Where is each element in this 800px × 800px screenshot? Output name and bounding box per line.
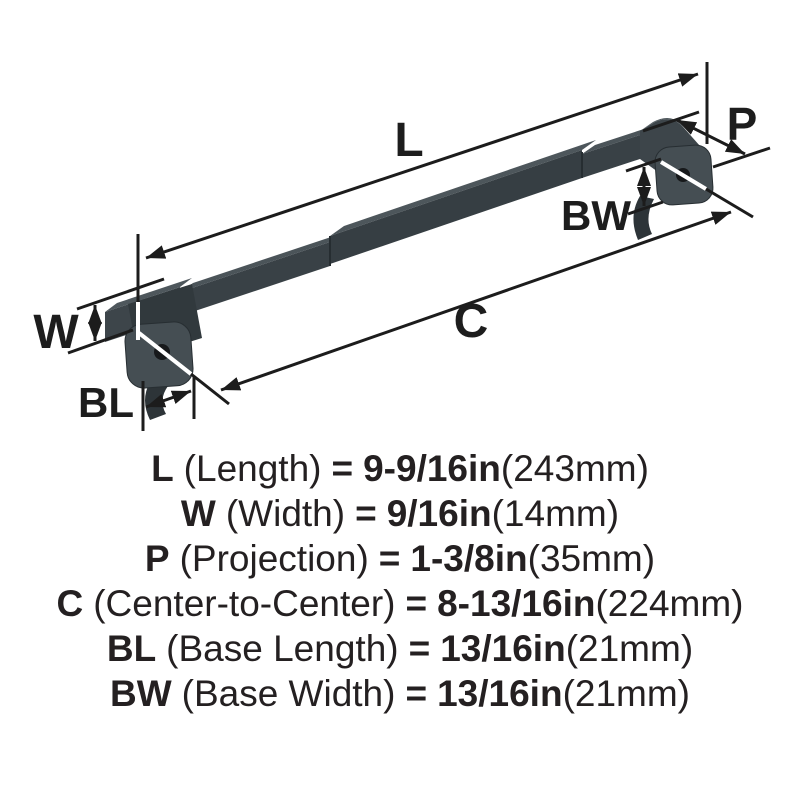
spec-imperial: 13/16in — [437, 673, 563, 714]
dimension-spec-list: L(Length)=9-9/16in(243mm) W(Width)=9/16i… — [0, 446, 800, 716]
center-tick-left — [190, 372, 230, 406]
spec-equals: = — [331, 448, 354, 489]
spec-row-base-width: BW(Base Width)=13/16in(21mm) — [0, 671, 800, 716]
spec-code: C — [56, 583, 84, 624]
spec-metric: (224mm) — [595, 583, 744, 624]
handle-left-cap-top — [105, 278, 192, 312]
handle-diagram-figure: L P BW C W BL — [33, 62, 771, 431]
base-width-tick-top — [625, 157, 662, 173]
spec-metric: (21mm) — [562, 673, 691, 714]
spec-row-center-to-center: C(Center-to-Center)=8-13/16in(224mm) — [0, 581, 800, 626]
spec-code: BL — [106, 628, 157, 669]
spec-metric: (21mm) — [565, 628, 694, 669]
handle-left-neck-front — [180, 242, 330, 316]
spec-metric: (14mm) — [491, 493, 620, 534]
label-length: L — [394, 114, 423, 167]
spec-code: L — [151, 448, 174, 489]
spec-name: (Center-to-Center) — [93, 583, 396, 624]
spec-row-length: L(Length)=9-9/16in(243mm) — [0, 446, 800, 491]
spec-imperial: 9-9/16in — [363, 448, 501, 489]
label-base-length: BL — [78, 379, 134, 426]
spec-row-width: W(Width)=9/16in(14mm) — [0, 491, 800, 536]
spec-imperial: 13/16in — [440, 628, 566, 669]
center-tick-right — [705, 187, 754, 219]
spec-equals: = — [405, 583, 428, 624]
spec-name: (Width) — [225, 493, 346, 534]
dimension-line-center-to-center — [220, 210, 732, 392]
spec-row-projection: P(Projection)=1-3/8in(35mm) — [0, 536, 800, 581]
spec-metric: (35mm) — [527, 538, 656, 579]
spec-imperial: 1-3/8in — [410, 538, 528, 579]
spec-name: (Length) — [183, 448, 322, 489]
spec-metric: (243mm) — [500, 448, 649, 489]
spec-equals: = — [408, 628, 431, 669]
spec-code: W — [180, 493, 216, 534]
spec-row-base-length: BL(Base Length)=13/16in(21mm) — [0, 626, 800, 671]
projection-tick-bottom — [712, 146, 771, 169]
handle-grip-top — [330, 140, 596, 236]
spec-equals: = — [355, 493, 377, 534]
spec-name: (Projection) — [179, 538, 369, 579]
label-width: W — [33, 306, 79, 359]
label-center-to-center: C — [454, 295, 489, 348]
dimension-lines — [67, 62, 771, 431]
label-projection: P — [727, 98, 758, 150]
spec-imperial: 8-13/16in — [437, 583, 596, 624]
projection-tick-top — [642, 110, 700, 133]
center-tick-left-white — [137, 331, 193, 376]
spec-code: BW — [109, 673, 172, 714]
spec-name: (Base Length) — [166, 628, 399, 669]
width-tick-top — [76, 277, 165, 311]
spec-imperial: 9/16in — [386, 493, 492, 534]
width-tick-bottom — [67, 328, 134, 355]
spec-name: (Base Width) — [181, 673, 396, 714]
dimension-line-projection — [676, 118, 746, 156]
spec-equals: = — [405, 673, 428, 714]
spec-code: P — [144, 538, 170, 579]
label-base-width: BW — [561, 192, 631, 239]
handle-grip-front — [330, 150, 582, 264]
spec-equals: = — [378, 538, 401, 579]
dimension-line-base-length — [145, 389, 192, 409]
